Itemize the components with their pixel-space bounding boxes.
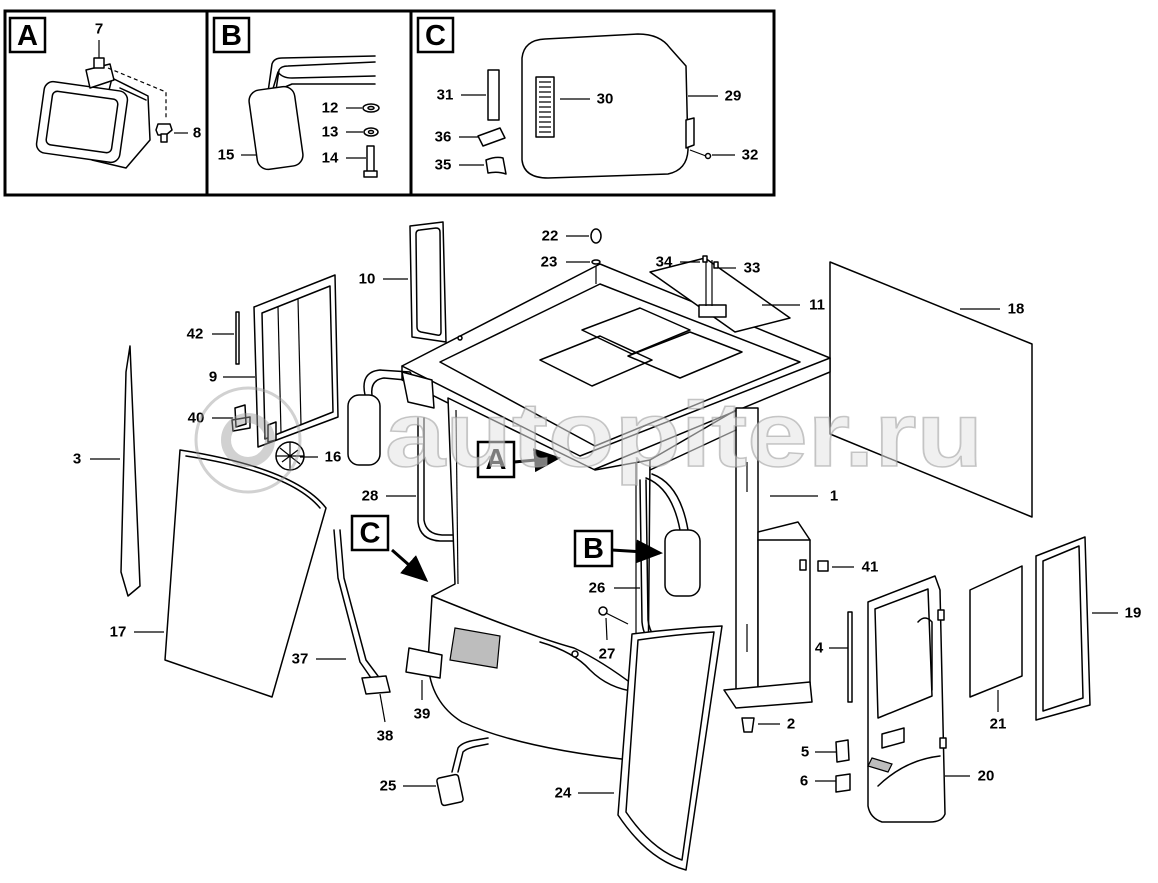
detail-marker-b-letter: B: [583, 533, 604, 565]
lamp-bracket-25: [436, 737, 489, 807]
inset-a: A 7 8: [8, 16, 201, 169]
cap-22: [590, 228, 602, 244]
inset-a-letter: A: [17, 20, 38, 52]
catch-6: [835, 773, 851, 793]
callout-35: 35: [435, 157, 452, 174]
detail-marker-c: C: [350, 514, 429, 582]
bolt-8: [155, 123, 188, 143]
mirror-15: [248, 85, 304, 171]
right-mirror: [645, 473, 701, 597]
callout-28: 28: [362, 488, 379, 505]
callout-16: 16: [325, 449, 342, 466]
callout-34: 34: [656, 254, 673, 271]
callout-17: 17: [110, 624, 127, 641]
callout-15: 15: [218, 147, 235, 164]
callout-11: 11: [809, 297, 825, 314]
door-20: [867, 575, 947, 823]
inset-b-letter: B: [221, 20, 242, 52]
seal-4: [847, 611, 853, 703]
callout-36: 36: [435, 129, 452, 146]
handrail-28: [417, 417, 457, 542]
bracket-5: [835, 739, 850, 763]
callout-33: 33: [744, 260, 761, 277]
callout-24: 24: [555, 785, 572, 802]
detail-marker-c-letter: C: [360, 518, 381, 550]
leader-lines: [90, 235, 1118, 794]
callout-25: 25: [380, 778, 397, 795]
work-lamp: [35, 40, 167, 169]
nub-2: [741, 717, 755, 733]
decal-30: [535, 76, 555, 138]
panel-17: [164, 449, 327, 698]
callout-29: 29: [725, 88, 742, 105]
bracket-40: [231, 404, 251, 432]
detail-marker-a-letter: A: [486, 444, 507, 476]
callout-27: 27: [599, 646, 616, 663]
roof-mount: [698, 255, 727, 318]
panel-29: [521, 33, 689, 179]
panel-18: [829, 261, 1033, 518]
callout-6: 6: [800, 773, 808, 790]
window-frame-9: [253, 274, 339, 448]
washer-23: [591, 259, 601, 265]
callout-9: 9: [209, 369, 217, 386]
callout-12: 12: [322, 100, 339, 117]
inset-c-letter: C: [425, 20, 446, 52]
callout-8: 8: [193, 125, 201, 142]
callout-31: 31: [437, 87, 454, 104]
callout-23: 23: [541, 254, 558, 271]
callout-22: 22: [542, 228, 559, 245]
callout-42: 42: [187, 326, 204, 343]
inset-panels: A 7 8 B: [3, 9, 776, 197]
callout-14: 14: [322, 150, 339, 167]
strip-36: [477, 127, 506, 147]
callout-5: 5: [801, 744, 809, 761]
wiper-37: [333, 529, 391, 695]
detail-marker-b: B: [573, 529, 663, 568]
screw-32: [689, 149, 712, 160]
strip-31: [487, 69, 500, 121]
callout-2: 2: [787, 716, 795, 733]
callouts: 22 23 34 33 11 10 18 42 9 40 16 3 28 1 4…: [73, 228, 1142, 802]
callout-1: 1: [830, 488, 838, 505]
callout-20: 20: [978, 768, 995, 785]
piece-35: [485, 156, 507, 175]
label-plate: [449, 627, 501, 669]
callout-21: 21: [990, 716, 1007, 733]
inset-frame: [3, 9, 776, 197]
callout-19: 19: [1125, 605, 1142, 622]
window-10: [409, 221, 447, 343]
bolt-27: [598, 606, 629, 625]
windshield-24: [617, 625, 723, 871]
callout-39: 39: [414, 706, 431, 723]
callout-13: 13: [322, 124, 339, 141]
callout-41: 41: [862, 559, 879, 576]
callout-37: 37: [292, 651, 309, 668]
washers-bolt: [362, 103, 380, 178]
inset-b: B 12 13 14 15: [212, 16, 380, 178]
callout-38: 38: [377, 728, 394, 745]
main-view: A B C 22 23 34 33 11 10 18 42 9 40 16 3: [73, 221, 1142, 871]
clip-41: [817, 560, 829, 572]
callout-7: 7: [95, 21, 103, 38]
inset-c: C 31 30 29 36 32 35: [416, 16, 759, 179]
cab-frame-rear: [649, 407, 813, 709]
left-mirror: [347, 369, 435, 466]
callout-3: 3: [73, 451, 81, 468]
callout-26: 26: [589, 580, 606, 597]
callout-40: 40: [188, 410, 205, 427]
vent-16: [275, 441, 305, 471]
callout-32: 32: [742, 147, 759, 164]
decal-39: [405, 647, 443, 679]
callout-4: 4: [815, 640, 824, 657]
glass-21: [969, 565, 1023, 698]
seal-42: [235, 311, 240, 365]
detail-marker-a: A: [476, 440, 561, 479]
callout-10: 10: [359, 271, 376, 288]
panel-19: [1035, 536, 1091, 721]
callout-18: 18: [1008, 301, 1025, 318]
strip-3: [120, 345, 141, 597]
callout-30: 30: [597, 91, 614, 108]
